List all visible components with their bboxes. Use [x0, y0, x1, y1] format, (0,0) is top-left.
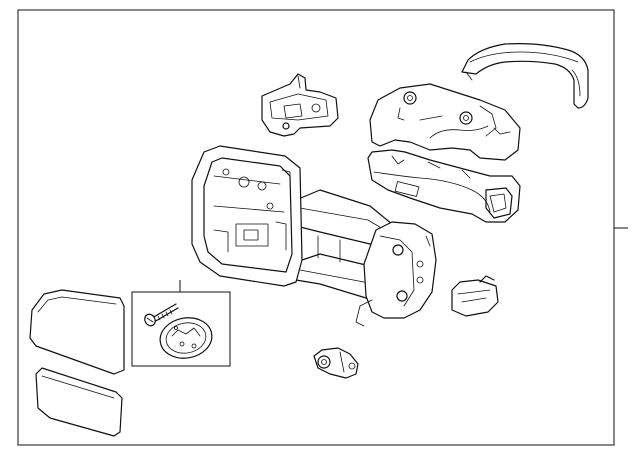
mirror-glass-frame — [191, 145, 303, 287]
screw — [144, 303, 179, 327]
hardware-inset — [131, 280, 231, 367]
turn-signal-lamp — [451, 275, 499, 317]
lower-housing-cover — [367, 149, 521, 223]
lower-mirror-glass — [35, 367, 123, 437]
mirror-cap-cover — [461, 43, 589, 109]
puddle-lamp-socket — [313, 347, 359, 379]
motor-cap — [159, 317, 213, 359]
upper-housing-cover — [369, 83, 521, 161]
upper-mirror-glass — [29, 289, 125, 375]
mirror-bracket — [261, 73, 339, 137]
pivot-base — [355, 221, 437, 327]
